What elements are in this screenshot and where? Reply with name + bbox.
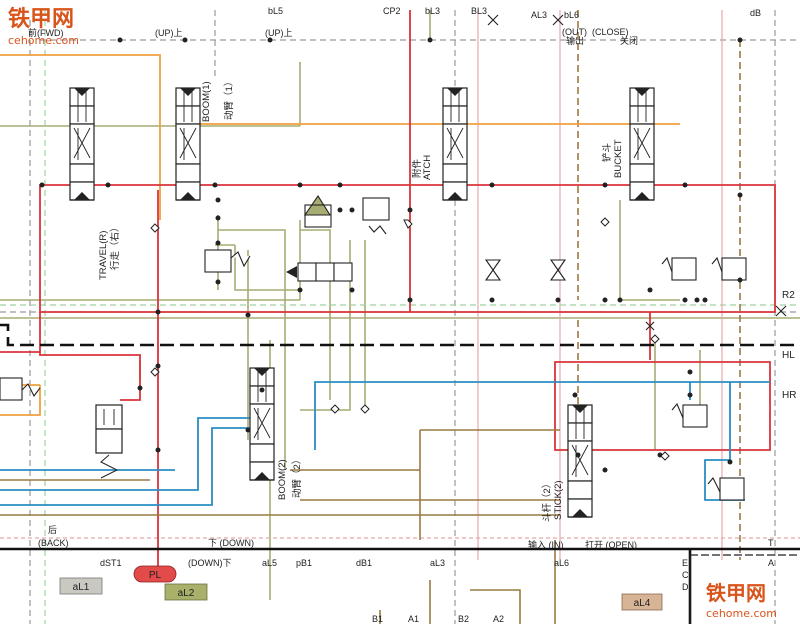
label-up-right: (UP)上 xyxy=(265,28,293,38)
label-close: (CLOSE) xyxy=(592,27,629,37)
relief-valves xyxy=(0,197,747,501)
label-in: 输入 (IN) xyxy=(528,539,564,550)
label-d: D xyxy=(682,582,689,592)
brown-dashed-lines xyxy=(577,10,741,560)
label-out-cn: 输出 xyxy=(566,35,584,46)
watermark-brand-bottom: 铁甲网 xyxy=(706,581,766,605)
label-b2: B2 xyxy=(458,614,469,624)
label-c: C xyxy=(682,570,689,580)
watermark-site-bottom: cehome.com xyxy=(706,607,777,620)
label-out: (OUT) xyxy=(562,27,587,37)
label-bl6: bL6 xyxy=(564,10,579,20)
red-pressure-lines xyxy=(0,10,776,570)
label-cp2: CP2 xyxy=(383,6,401,16)
label-a2: A2 xyxy=(493,614,504,624)
watermark-brand-top: 铁甲网 xyxy=(8,6,74,32)
junction-dots xyxy=(39,37,743,473)
label-boom2: BOOM(2) xyxy=(277,459,288,500)
tag-pl: PL xyxy=(133,565,177,583)
label-bl3-upper: BL3 xyxy=(471,6,487,16)
tag-al4-text: aL4 xyxy=(634,598,651,609)
label-close-cn: 关闭 xyxy=(620,35,638,46)
label-boom2-cn: 动臂（2） xyxy=(291,455,303,498)
bucket-valve xyxy=(629,87,655,201)
tag-al2: aL2 xyxy=(164,583,208,601)
label-bucket: BUCKET xyxy=(613,139,624,178)
label-al3: AL3 xyxy=(531,10,547,20)
label-al5: aL5 xyxy=(262,558,277,568)
label-down-top: 下 (DOWN) xyxy=(208,538,254,548)
label-fwd: 前(FWD) xyxy=(28,27,64,38)
bottom-port-box xyxy=(689,554,800,624)
label-r2: R2 xyxy=(782,290,795,301)
pilot-shuttle-valve xyxy=(286,194,353,282)
label-bl5: bL5 xyxy=(268,6,283,16)
label-stick2-cn: 斗杆（2） xyxy=(541,479,553,522)
label-back: (BACK) xyxy=(38,538,69,548)
check-valve-diamonds xyxy=(150,217,670,461)
stick2-valve xyxy=(567,404,593,518)
label-hl: HL xyxy=(782,350,795,361)
label-a1: A1 xyxy=(408,614,419,624)
label-db: dB xyxy=(750,8,761,18)
boom1-valve xyxy=(175,87,201,201)
label-travel: TRAVEL(R) xyxy=(98,231,109,280)
label-hr: HR xyxy=(782,390,796,401)
label-open: 打开 (OPEN) xyxy=(585,539,637,550)
label-down-bottom: (DOWN)下 xyxy=(188,558,232,568)
throttle-valves xyxy=(484,259,567,281)
label-attch-cn: 附件 xyxy=(411,158,423,178)
label-travel-cn: 行走（右） xyxy=(109,222,121,270)
label-b1: B1 xyxy=(372,614,383,624)
attch-valve xyxy=(442,87,468,201)
label-al6: aL6 xyxy=(554,558,569,568)
label-db1: dB1 xyxy=(356,558,372,568)
brown-drain-lines xyxy=(0,429,560,624)
pilot-lines-green-dashed xyxy=(0,10,800,624)
label-boom1-cn: 动臂（1） xyxy=(223,77,235,120)
watermark-top-left: 铁甲网 cehome.com xyxy=(8,6,79,47)
tag-al2-text: aL2 xyxy=(178,588,195,599)
watermark-site-top: cehome.com xyxy=(8,34,79,47)
label-boom1: BOOM(1) xyxy=(201,81,212,122)
label-dst1: dST1 xyxy=(100,558,122,568)
label-pb1: pB1 xyxy=(296,558,312,568)
label-back-cn: 后 xyxy=(48,525,57,535)
tag-al1-text: aL1 xyxy=(73,582,90,593)
black-main-lines xyxy=(0,323,800,624)
label-bucket-cn: 铲斗 xyxy=(601,143,613,162)
pilot-lines-grey-dashed xyxy=(0,10,800,624)
travel-straight-valve xyxy=(95,404,123,479)
tag-al1: aL1 xyxy=(59,577,103,595)
tag-al4: aL4 xyxy=(621,593,663,611)
label-a: A xyxy=(768,558,774,568)
label-bl3-lower: bL3 xyxy=(425,6,440,16)
label-stick2: STICK(2) xyxy=(553,480,564,520)
tag-pl-text: PL xyxy=(149,570,162,581)
boom2-valve xyxy=(249,367,275,481)
travel-valve xyxy=(69,87,95,201)
blue-return-lines xyxy=(0,381,770,506)
label-al3-bottom: aL3 xyxy=(430,558,445,568)
label-t: T xyxy=(768,538,774,548)
cross-marks xyxy=(487,14,787,331)
pilot-lines-pink xyxy=(0,10,800,560)
watermark-bottom-right: 铁甲网 cehome.com xyxy=(706,581,777,620)
label-up-left: (UP)上 xyxy=(155,28,183,38)
label-attch: ATCH xyxy=(422,155,433,180)
label-e: E xyxy=(682,558,688,568)
